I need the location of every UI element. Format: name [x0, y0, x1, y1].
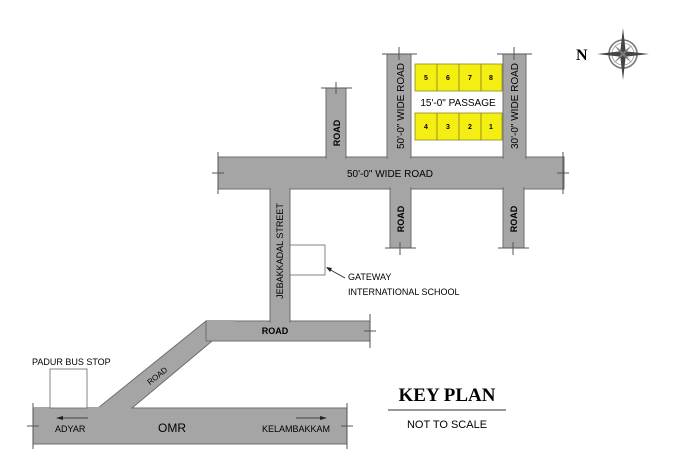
- left-vertical-wide-road-label: 50'-0" WIDE ROAD: [396, 63, 407, 149]
- lower-road-label: ROAD: [262, 326, 289, 336]
- plots-bottom-row: [414, 112, 503, 141]
- bus-stop-label: PADUR BUS STOP: [32, 357, 111, 367]
- plot-1-label: 1: [489, 124, 493, 131]
- omr-road: [32, 407, 348, 445]
- kelambakkam-label: KELAMBAKKAM: [262, 424, 330, 434]
- south-right-road-label: ROAD: [509, 205, 519, 232]
- bus-stop-box: [49, 368, 88, 409]
- plot-7-label: 7: [468, 75, 472, 82]
- plot-1[interactable]: [480, 112, 503, 141]
- school-label-line1: GATEWAY: [348, 272, 391, 282]
- jebakkadal-street-label: JEBAKKADAL STREET: [275, 203, 285, 299]
- north-label: N: [576, 47, 588, 64]
- compass-rose-icon: [597, 28, 649, 80]
- north-spur-road-label: ROAD: [332, 119, 342, 146]
- school-building: [289, 244, 326, 276]
- plot-2-label: 2: [468, 124, 472, 131]
- plot-8-label: 8: [489, 75, 493, 82]
- plot-6-label: 6: [446, 75, 450, 82]
- key-plan-title: KEY PLAN: [399, 385, 496, 406]
- plot-5-label: 5: [424, 75, 428, 82]
- not-to-scale-label: NOT TO SCALE: [407, 419, 487, 431]
- south-left-road-label: ROAD: [396, 205, 406, 232]
- road-end-markers: [27, 47, 569, 449]
- plot-4-label: 4: [424, 124, 428, 131]
- passage-label: 15'-0" PASSAGE: [420, 98, 496, 109]
- main-wide-road-label: 50'-0" WIDE ROAD: [347, 169, 433, 180]
- omr-label: OMR: [158, 421, 186, 435]
- plot-8[interactable]: [480, 63, 503, 92]
- plots-top-row: [414, 63, 503, 92]
- school-label-line2: INTERNATIONAL SCHOOL: [348, 287, 460, 297]
- right-vertical-wide-road-label: 30'-0" WIDE ROAD: [510, 63, 521, 149]
- adyar-label: ADYAR: [55, 424, 86, 434]
- left-vertical-wide-road: [386, 53, 412, 159]
- plot-3-label: 3: [446, 124, 450, 131]
